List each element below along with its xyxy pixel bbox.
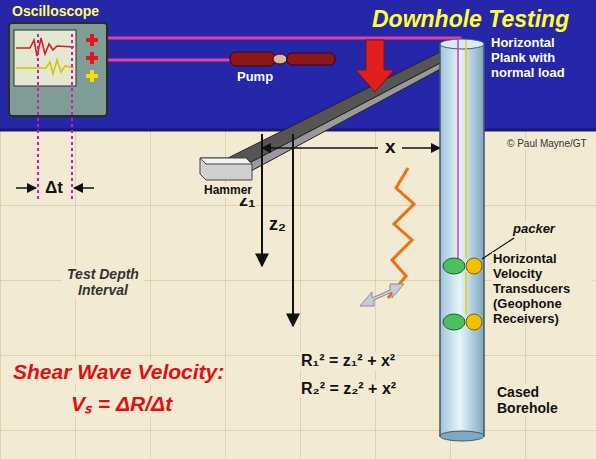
- pump-hose: [287, 53, 335, 65]
- signal-trace: [16, 38, 74, 56]
- cased-borehole: [440, 44, 484, 436]
- pump-coupling: [273, 54, 287, 64]
- depth-label: z₂: [268, 214, 287, 235]
- ground: [0, 130, 596, 459]
- dimension-arrow: [262, 147, 378, 149]
- time-arrow: [74, 187, 94, 189]
- offset-label: x: [384, 136, 397, 158]
- ground-grid: [0, 130, 596, 459]
- depth-arrow: [261, 134, 263, 266]
- pump-label: Pump: [236, 70, 274, 85]
- geophone-receiver: [443, 258, 482, 330]
- oscilloscope-box: Oscilloscope: [8, 22, 108, 117]
- pump: [230, 52, 275, 66]
- trigger-cable: [108, 59, 230, 62]
- horizontal-plank: [228, 52, 446, 170]
- distance-formula: R₁² = z₁² + x²: [300, 352, 396, 370]
- signal-trace: [16, 60, 74, 74]
- oscilloscope-screen: [14, 30, 76, 86]
- borehole-top: [440, 39, 484, 49]
- packer-label: packer: [512, 222, 556, 237]
- copyright-note: © Paul Mayne/GT: [506, 138, 588, 150]
- depth-arrow: [292, 134, 294, 326]
- particle-motion-arrow: [360, 284, 404, 306]
- signal-cable: [108, 38, 460, 44]
- hammer-label: Hammer: [203, 184, 253, 198]
- hammer: [200, 158, 252, 180]
- horizontal-plank: [236, 60, 446, 178]
- control-button: [86, 34, 98, 82]
- distance-formula: R₂² = z₂² + x²: [300, 380, 397, 398]
- normal-load-arrow: [356, 40, 394, 92]
- transducer-label: Horizontal Velocity Transducers (Geophon…: [492, 252, 592, 327]
- hammer: [200, 158, 252, 164]
- diagram-title: Downhole Testing: [372, 6, 569, 32]
- oscilloscope-body: [8, 22, 108, 117]
- borehole-bottom: [440, 431, 484, 441]
- formula: Vₛ = ΔR/Δt: [70, 392, 173, 416]
- node-heading: Oscilloscope: [12, 3, 99, 19]
- interval-label: Test Depth Interval: [62, 266, 144, 298]
- formula-heading: Shear Wave Velocity:: [12, 360, 225, 384]
- time-arrow: [16, 187, 36, 189]
- receiver-cable: [465, 40, 467, 314]
- shear-wave: [388, 168, 414, 298]
- plank-label: Horizontal Plank with normal load: [490, 36, 592, 81]
- time-marker: [71, 34, 73, 200]
- borehole-label: Cased Borehole: [496, 384, 588, 416]
- dimension-arrow: [402, 147, 440, 149]
- time-marker: [37, 34, 39, 200]
- time-interval: Δt: [44, 178, 64, 198]
- above-ground: [0, 0, 596, 130]
- receiver-cable: [457, 40, 459, 258]
